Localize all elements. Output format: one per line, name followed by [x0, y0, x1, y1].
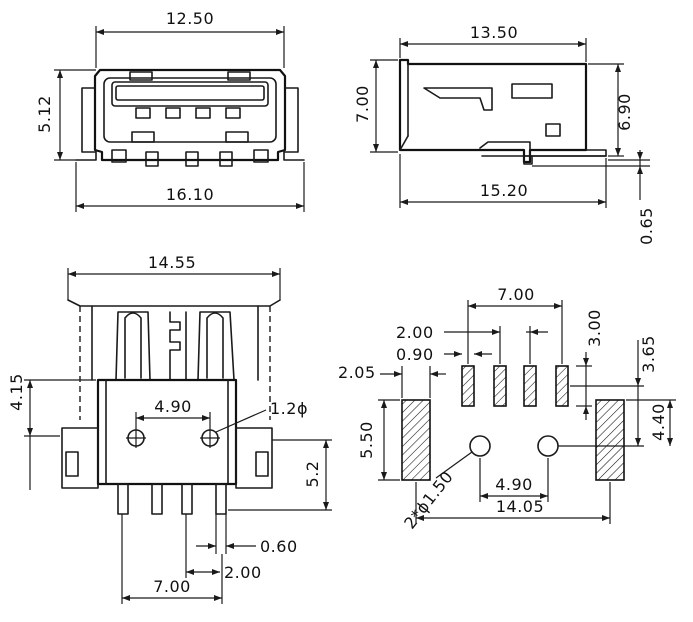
bottom-pin-span: 7.00	[153, 577, 191, 596]
fp-mount-pad-len: 5.50	[357, 421, 376, 459]
bottom-view: 14.55 4.15 4.90 1.2ϕ 5.2 0.60 2.00	[7, 253, 332, 604]
signal-pad-3	[523, 365, 537, 407]
fp-mount-span: 14.05	[496, 497, 544, 516]
mount-pad-right	[595, 399, 625, 481]
fp-hole-pitch: 4.90	[495, 475, 533, 494]
front-width-bottom: 16.10	[166, 185, 214, 204]
fp-pad-span: 7.00	[497, 285, 535, 304]
side-offset-right: 0.65	[637, 207, 656, 245]
locating-hole-left	[469, 435, 491, 457]
bottom-height-right: 5.2	[303, 461, 322, 488]
fp-pad-len: 3.00	[585, 309, 604, 347]
fp-mount-offset: 4.40	[649, 403, 668, 441]
bottom-width-top: 14.55	[148, 253, 196, 272]
mount-pad-left	[401, 399, 431, 481]
signal-pad-4	[555, 365, 569, 407]
signal-pad-2	[493, 365, 507, 407]
bottom-hole-pitch: 4.90	[154, 397, 192, 416]
locating-hole-right	[537, 435, 559, 457]
side-width-top: 13.50	[470, 23, 518, 42]
bottom-height-left: 4.15	[7, 373, 26, 411]
bottom-pin-pitch: 2.00	[224, 563, 262, 582]
fp-pad-pitch: 2.00	[396, 323, 434, 342]
front-width-top: 12.50	[166, 9, 214, 28]
fp-mount-pad-width: 2.05	[338, 363, 376, 382]
bottom-pin-width: 0.60	[260, 537, 298, 556]
front-view: 12.50 5.12 16.10	[35, 9, 305, 212]
side-height-right: 6.90	[615, 93, 634, 131]
fp-row-offset: 3.65	[639, 335, 658, 373]
fp-pad-width: 0.90	[396, 345, 434, 364]
front-height-left: 5.12	[35, 95, 54, 133]
pcb-footprint: 7.00 2.00 0.90 3.00 3.65 4.40	[338, 285, 676, 532]
side-width-bottom: 15.20	[480, 181, 528, 200]
side-view: 13.50 7.00 6.90 15.20 0.65	[353, 23, 656, 245]
side-height-left: 7.00	[353, 85, 372, 123]
bottom-hole-dia: 1.2ϕ	[270, 399, 308, 418]
signal-pad-1	[461, 365, 475, 407]
